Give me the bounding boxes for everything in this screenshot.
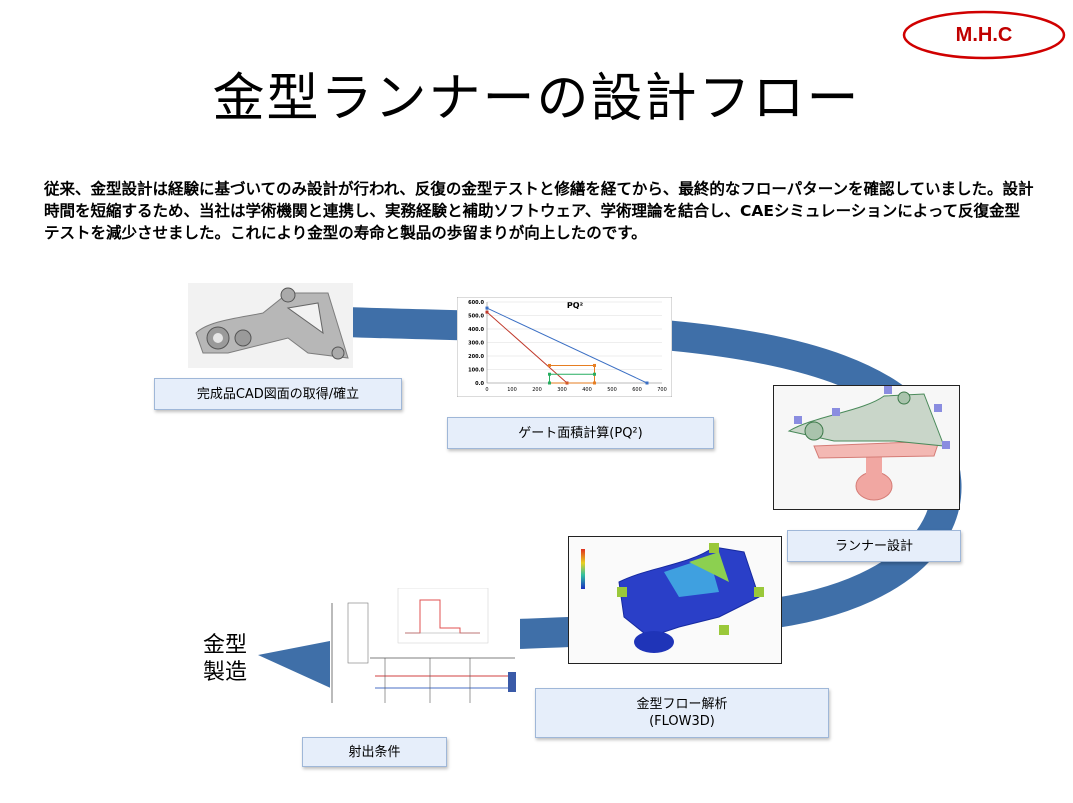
step-injection-label: 射出条件 <box>302 737 447 767</box>
x-tick-label: 200 <box>532 387 542 393</box>
page-title: 金型ランナーの設計フロー <box>212 69 861 129</box>
y-tick-label: 100.0 <box>468 368 484 374</box>
series-line-1 <box>486 311 568 384</box>
runner-design-image <box>774 386 959 509</box>
x-tick-label: 0 <box>485 387 488 393</box>
data-point <box>548 372 551 376</box>
flow-simulation-image <box>569 537 781 663</box>
pq2-chart: PQ² 0.0 100.0 200.0 300.0 400.0 500.0 600.0 0 10… <box>457 297 672 397</box>
data-point <box>593 372 596 376</box>
flow-analysis-panel <box>568 536 782 664</box>
data-point <box>485 310 489 314</box>
x-tick-label: 500 <box>607 387 617 393</box>
series-line-0 <box>486 307 648 384</box>
runner-design-panel <box>773 385 960 510</box>
x-tick-label: 300 <box>557 387 567 393</box>
data-point <box>645 381 649 385</box>
intro-paragraph: 従来、金型設計は経験に基づいてのみ設計が行われ、反復の金型テストと修繕を経てから… <box>44 180 1034 242</box>
cad-part-image <box>188 283 353 368</box>
step-cad-label: 完成品CAD図面の取得/確立 <box>154 378 402 410</box>
x-tick-label: 100 <box>507 387 517 393</box>
step-flow-label: 金型フロー解析 (FLOW3D) <box>535 688 829 738</box>
data-point <box>548 363 551 367</box>
y-tick-label: 400.0 <box>468 327 484 333</box>
x-tick-label: 600 <box>632 387 642 393</box>
mold-manufacturing-label: 金型 製造 <box>202 633 247 685</box>
y-tick-label: 500.0 <box>468 314 484 320</box>
chart-title: PQ² <box>567 301 584 310</box>
chart-axes <box>486 302 662 384</box>
step-gate-label: ゲート面積計算(PQ²) <box>447 417 714 449</box>
data-point <box>548 381 551 385</box>
y-tick-label: 200.0 <box>468 354 484 360</box>
data-point <box>593 363 596 367</box>
data-point <box>593 381 596 385</box>
y-tick-label: 600.0 <box>468 300 484 306</box>
logo-text: M.H.C <box>955 23 1013 46</box>
y-tick-label: 0.0 <box>475 381 484 387</box>
x-tick-label: 400 <box>582 387 592 393</box>
x-tick-label: 700 <box>657 387 667 393</box>
y-tick-label: 300.0 <box>468 341 484 347</box>
mhc-logo-ellipse <box>902 10 1066 60</box>
injection-condition-diagram <box>330 588 520 710</box>
step-runner-label: ランナー設計 <box>787 530 961 562</box>
data-point <box>485 306 489 310</box>
